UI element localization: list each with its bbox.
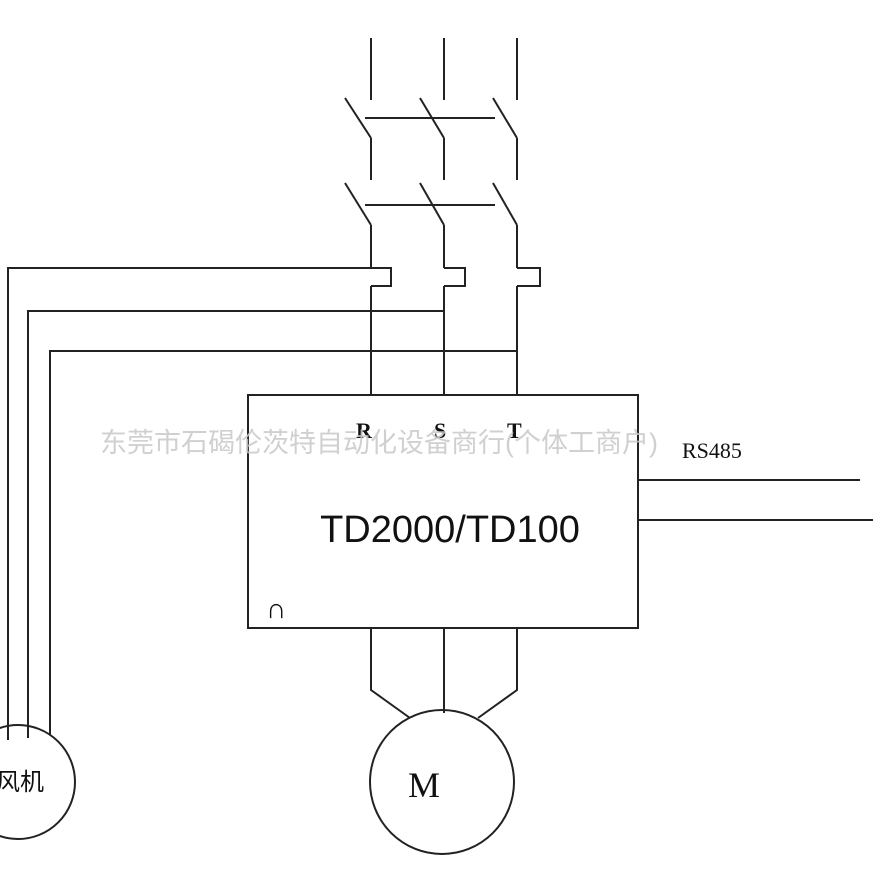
output-line-w (477, 628, 518, 719)
fan-tap-s (444, 267, 466, 287)
drive-symbol: ∩ (266, 593, 286, 624)
switch2-blade-t (492, 182, 518, 226)
drive-box (247, 394, 639, 629)
motor-label: M (408, 765, 440, 805)
fan-tap-t (517, 267, 541, 287)
terminal-label-t: T (507, 418, 522, 443)
rs485-label: RS485 (682, 438, 742, 463)
output-line-u (370, 628, 411, 719)
terminal-label-r: R (356, 418, 373, 443)
fan-feed-middle (27, 310, 444, 738)
fan-tap-r (371, 267, 392, 287)
drive-model-label: TD2000/TD100 (320, 509, 580, 551)
fan-label: 风机 (0, 769, 44, 796)
switch1-blade-r (344, 97, 372, 139)
wiring-lines (7, 38, 873, 740)
fan-circle (0, 724, 76, 840)
terminal-label-s: S (434, 418, 446, 443)
fan-feed-outer (7, 267, 371, 740)
watermark-text: 东莞市石碣伦茨特自动化设备商行(个体工商户) (100, 428, 658, 458)
motor-circle (369, 709, 515, 855)
switch1-blade-t (492, 97, 518, 139)
switch2-blade-r (344, 182, 372, 226)
fan-feed-inner (49, 350, 517, 735)
